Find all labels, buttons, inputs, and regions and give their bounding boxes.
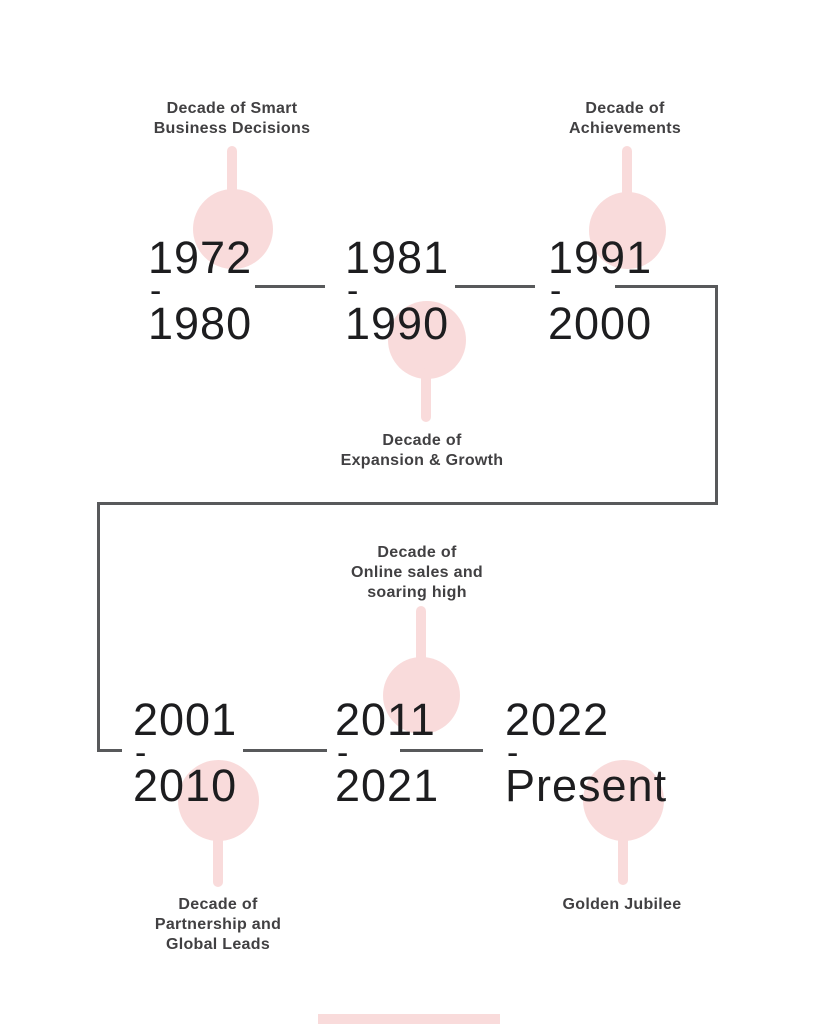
decade-marker-circle-2001 [178,760,259,841]
period-years-1981-1990: 1981 - 1990 [345,234,449,348]
marker-stem-1981 [421,368,431,422]
year-start: 1981 [345,232,450,283]
period-years-1991-2000: 1991 - 2000 [548,234,652,348]
year-separator: - [150,272,162,310]
year-end: Present [505,760,668,811]
connector-segment-row2-a [243,749,327,752]
period-label-line: soaring high [367,584,467,601]
period-label-2022: Golden Jubilee [482,895,762,915]
connector-segment-row1-b [455,285,535,288]
period-label-1981: Decade of Expansion & Growth [282,431,562,471]
year-separator: - [507,734,519,772]
decade-marker-circle-2011 [383,657,460,734]
period-label-line: Expansion & Growth [340,452,504,469]
marker-stem-2011 [416,606,426,664]
period-label-line: Golden Jubilee [562,896,682,913]
year-separator: - [347,272,359,310]
period-years-2001-2010: 2001 - 2010 [133,696,237,810]
period-label-1991: Decade of Achievements [485,99,765,139]
period-years-1972-1980: 1972 - 1980 [148,234,252,348]
connector-segment-row2-nub [97,749,122,752]
year-end: 2021 [335,760,440,811]
period-label-line: Achievements [568,120,682,137]
period-label-line: Global Leads [165,936,271,953]
period-label-2001: Decade of Partnership and Global Leads [78,895,358,955]
year-separator: - [337,734,349,772]
year-start: 2001 [133,694,238,745]
connector-segment-left-vertical [97,502,100,752]
marker-stem-2022 [618,832,628,885]
period-label-1972: Decade of Smart Business Decisions [92,99,372,139]
period-label-line: Business Decisions [153,120,311,137]
period-label-2011: Decade of Online sales and soaring high [277,543,557,603]
period-label-line: Decade of [585,100,665,117]
connector-segment-middle-horizontal [97,502,718,505]
year-start: 2011 [335,694,436,745]
bottom-accent-bar [318,1014,500,1024]
year-separator: - [135,734,147,772]
year-start: 1972 [148,232,253,283]
period-label-line: Partnership and [154,916,282,933]
connector-segment-row2-b [400,749,483,752]
connector-segment-row1-c [615,285,718,288]
connector-segment-right-vertical [715,285,718,505]
year-end: 2010 [133,760,238,811]
marker-stem-1972 [227,146,237,214]
year-start: 1991 [548,232,653,283]
year-end: 1990 [345,298,450,349]
year-end: 2000 [548,298,653,349]
period-years-2011-2021: 2011 - 2021 [335,696,439,810]
period-label-line: Decade of [178,896,258,913]
marker-stem-1991 [622,146,632,206]
year-start: 2022 [505,694,610,745]
connector-segment-row1-a [255,285,325,288]
decade-marker-circle-2022 [583,760,664,841]
period-label-line: Decade of [382,432,462,449]
year-separator: - [550,272,562,310]
period-label-line: Online sales and [351,564,483,581]
marker-stem-2001 [213,832,223,887]
period-label-line: Decade of [377,544,457,561]
period-label-line: Decade of Smart [166,100,298,117]
decade-marker-circle-1981 [388,301,466,379]
year-end: 1980 [148,298,253,349]
period-years-2022-present: 2022 - Present [505,696,667,810]
